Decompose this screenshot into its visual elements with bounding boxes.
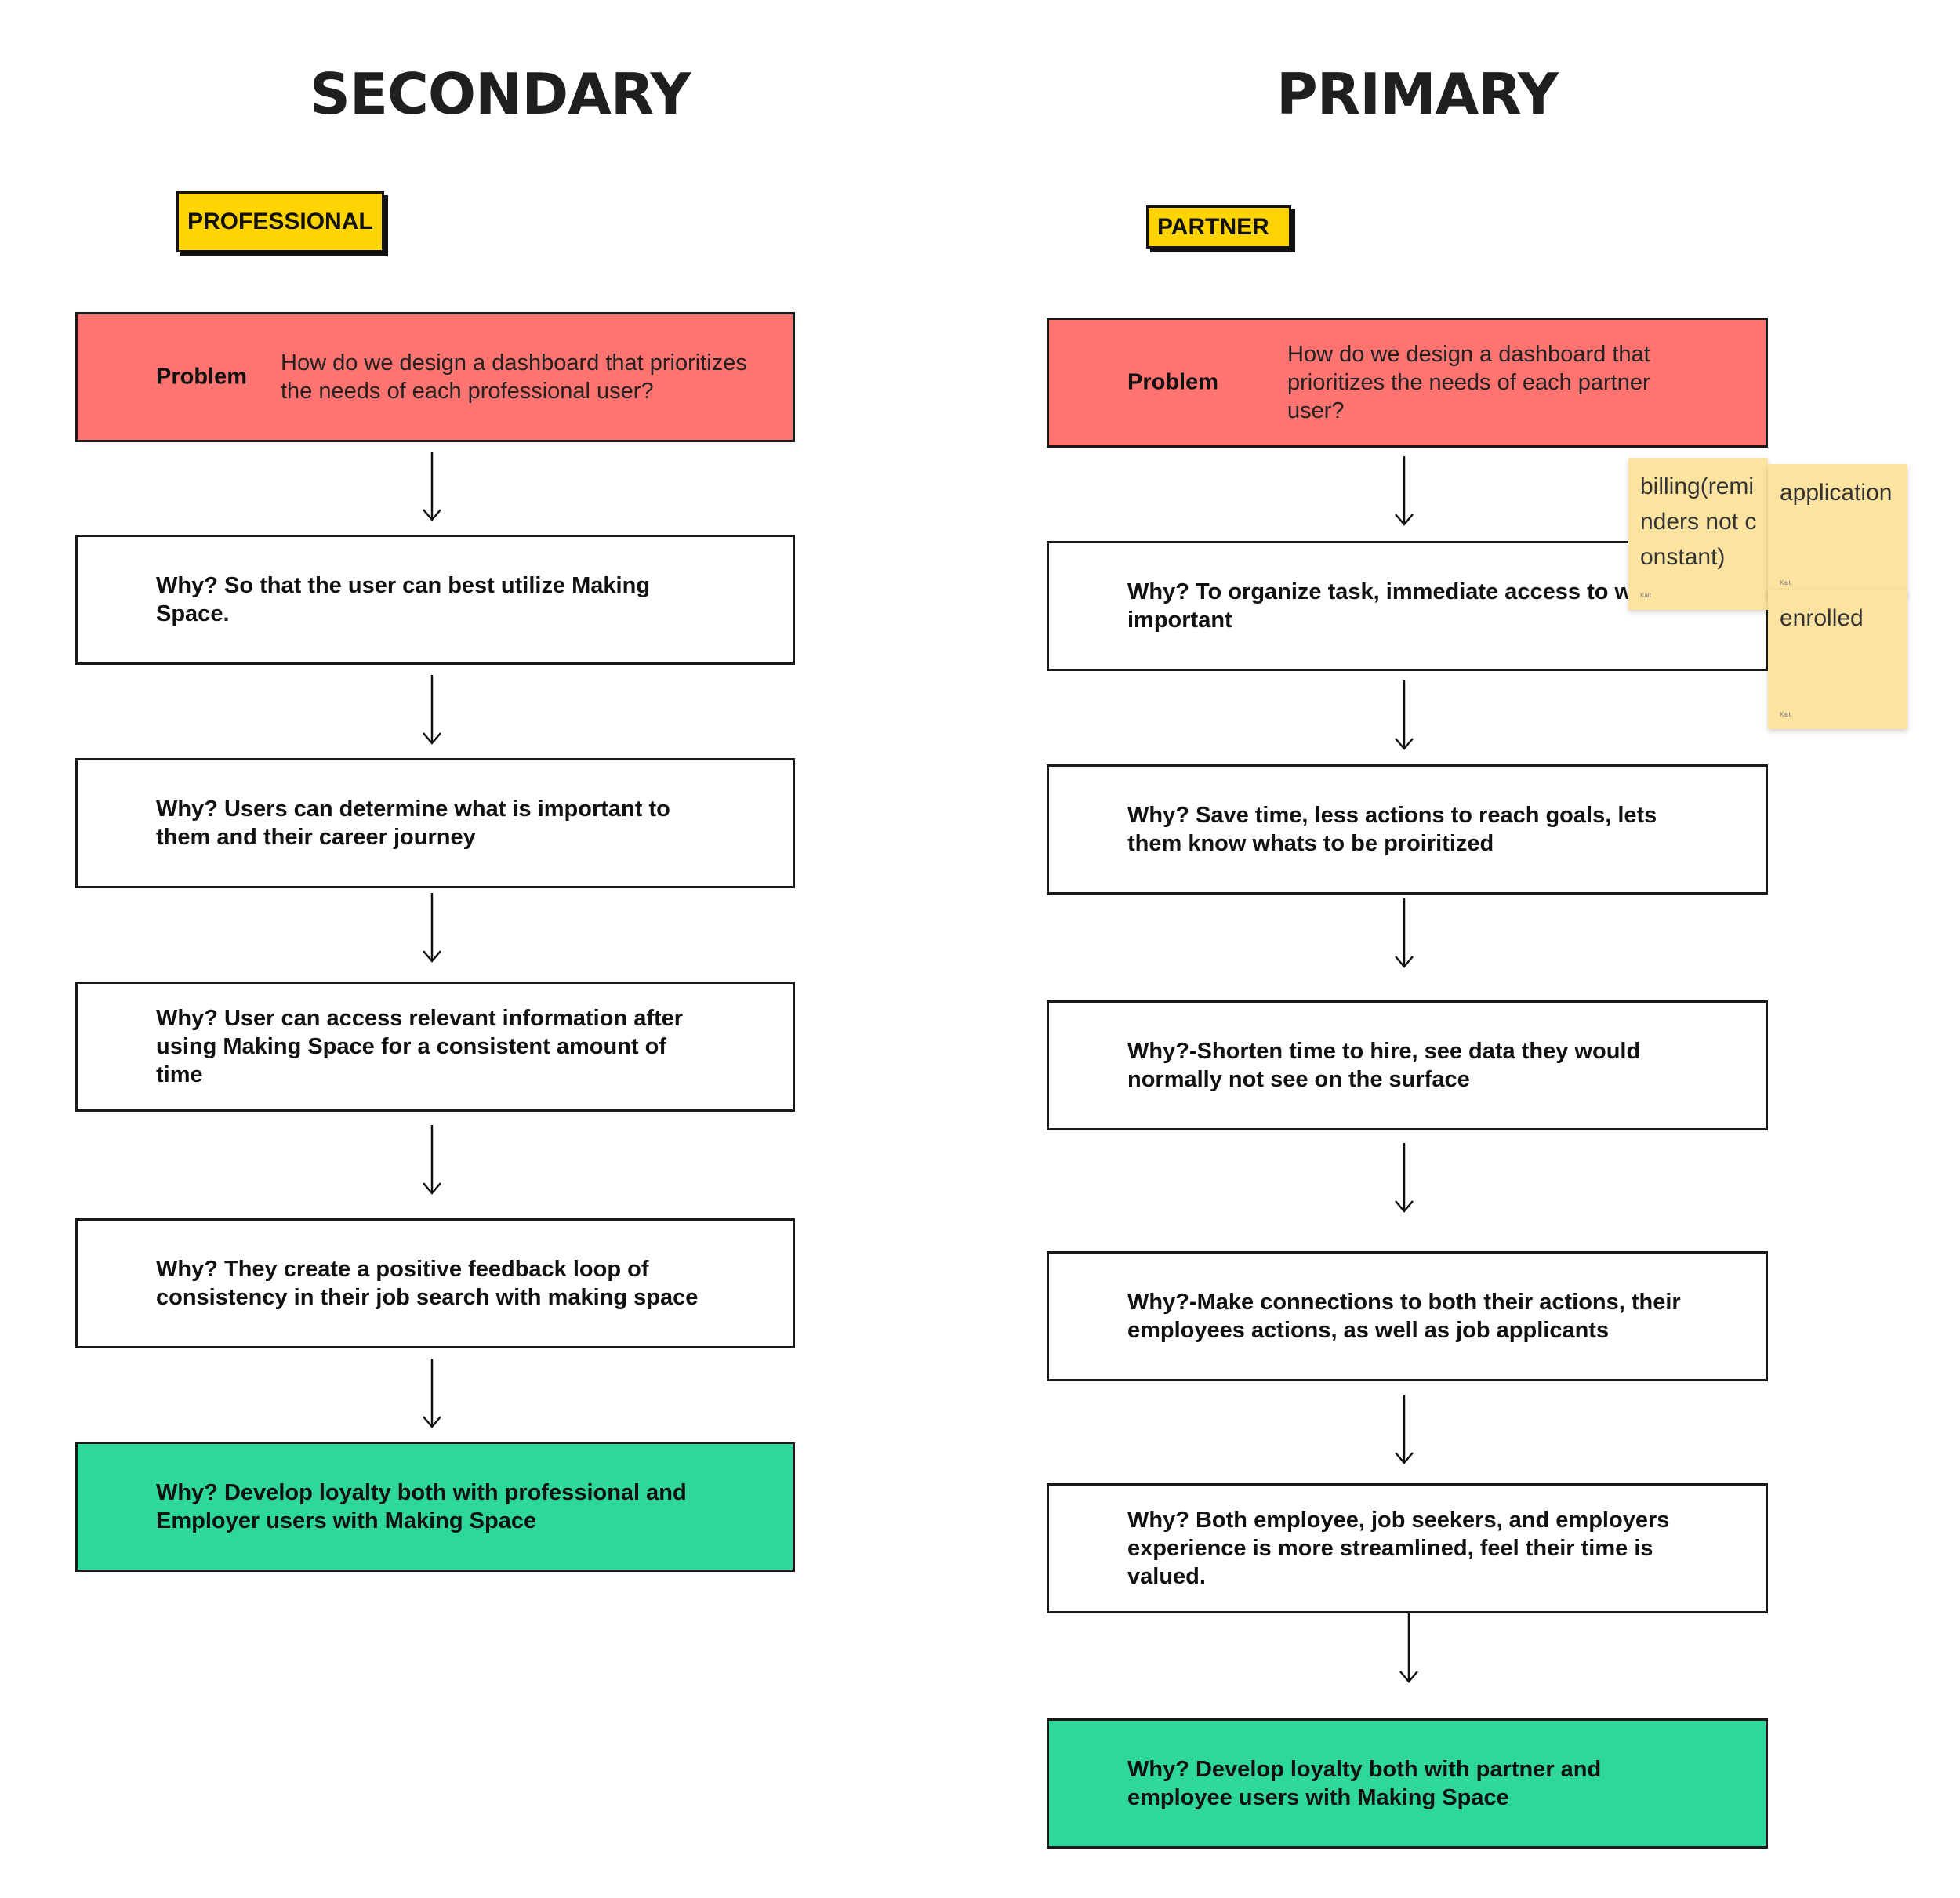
professional-tag: PROFESSIONAL (176, 191, 384, 252)
why-text: Why? Users can determine what is importa… (156, 797, 670, 850)
partner-why-box: Why? Save time, less actions to reach go… (1047, 764, 1768, 895)
secondary-title: SECONDARY (310, 61, 691, 127)
why-text: Why? To organize task, immediate access … (1127, 579, 1679, 633)
down-arrow-icon (423, 675, 441, 745)
primary-title: PRIMARY (1276, 61, 1559, 127)
professional-why-box: Why? User can access relevant informatio… (75, 982, 795, 1112)
down-arrow-icon (1395, 1395, 1414, 1464)
professional-problem-box: Problem How do we design a dashboard tha… (75, 312, 795, 442)
down-arrow-icon (423, 452, 441, 521)
why-text: Why?-Shorten time to hire, see data they… (1127, 1039, 1641, 1092)
down-arrow-icon (1395, 898, 1414, 968)
why-text: Why? So that the user can best utilize M… (156, 573, 651, 626)
sticky-note-text: billing(reminders not constant) (1640, 474, 1757, 570)
partner-why-box: Why? To organize task, immediate access … (1047, 541, 1768, 671)
professional-goal-box: Why? Develop loyalty both with professio… (75, 1442, 795, 1572)
goal-text: Why? Develop loyalty both with partner a… (1127, 1757, 1602, 1810)
down-arrow-icon (1399, 1613, 1418, 1683)
partner-problem-box: Problem How do we design a dashboard tha… (1047, 318, 1768, 448)
down-arrow-icon (1395, 456, 1414, 526)
down-arrow-icon (1395, 680, 1414, 750)
down-arrow-icon (1395, 1143, 1414, 1213)
why-text: Why? They create a positive feedback loo… (156, 1257, 699, 1310)
sticky-note-billing[interactable]: billing(reminders not constant) Kait (1628, 458, 1768, 610)
partner-why-box: Why?-Shorten time to hire, see data they… (1047, 1000, 1768, 1130)
professional-why-box: Why? So that the user can best utilize M… (75, 535, 795, 665)
sticky-note-author: Kait (1780, 579, 1791, 586)
sticky-note-application[interactable]: application Kait (1768, 464, 1907, 597)
partner-why-box: Why?-Make connections to both their acti… (1047, 1251, 1768, 1381)
problem-text: How do we design a dashboard that priori… (281, 350, 747, 404)
goal-text: Why? Develop loyalty both with professio… (156, 1480, 687, 1533)
problem-label: Problem (1127, 369, 1219, 395)
sticky-note-author: Kait (1640, 592, 1651, 599)
sticky-note-enrolled[interactable]: enrolled Kait (1768, 590, 1907, 729)
sticky-note-author: Kait (1780, 711, 1791, 718)
professional-why-box: Why? Users can determine what is importa… (75, 758, 795, 888)
why-text: Why? Save time, less actions to reach go… (1127, 803, 1657, 856)
partner-goal-box: Why? Develop loyalty both with partner a… (1047, 1718, 1768, 1849)
sticky-note-text: application (1780, 480, 1893, 506)
problem-text: How do we design a dashboard that priori… (1287, 342, 1650, 423)
why-text: Why? User can access relevant informatio… (156, 1006, 684, 1087)
professional-why-box: Why? They create a positive feedback loo… (75, 1218, 795, 1348)
sticky-note-text: enrolled (1780, 605, 1864, 631)
partner-tag: PARTNER (1146, 205, 1291, 249)
down-arrow-icon (423, 1359, 441, 1428)
why-text: Why?-Make connections to both their acti… (1127, 1290, 1681, 1343)
problem-label: Problem (156, 364, 248, 390)
down-arrow-icon (423, 1125, 441, 1195)
partner-why-box: Why? Both employee, job seekers, and emp… (1047, 1483, 1768, 1613)
why-text: Why? Both employee, job seekers, and emp… (1127, 1508, 1670, 1589)
down-arrow-icon (423, 893, 441, 963)
